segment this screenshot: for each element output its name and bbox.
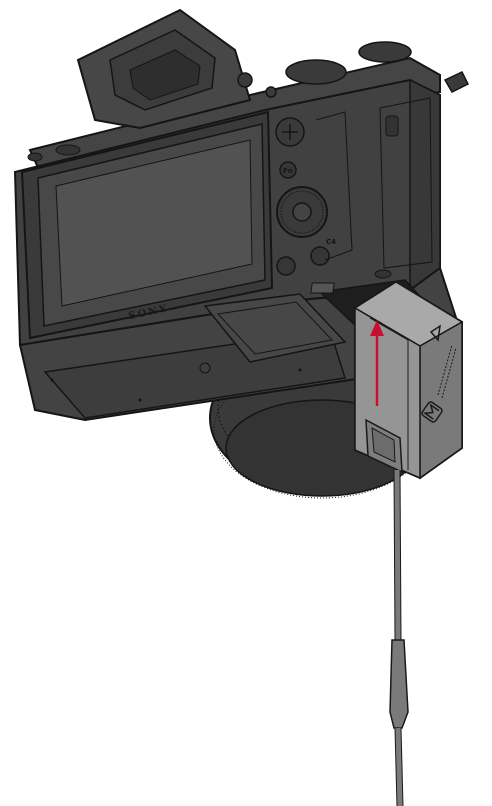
m-logo-icon <box>421 401 443 423</box>
up-arrow-icon <box>370 320 384 406</box>
dummy-battery <box>353 280 464 480</box>
lcd-screen <box>20 110 274 340</box>
fn-button <box>279 161 297 179</box>
fn-label: Fn <box>283 167 293 175</box>
triangle-marker-icon <box>429 324 441 342</box>
control-cluster: Fn C4 <box>275 111 353 276</box>
top-plate <box>27 8 470 174</box>
c4-button <box>310 246 330 266</box>
c4-label: C4 <box>326 238 336 246</box>
playback-button <box>276 256 296 276</box>
cable-strain-relief <box>389 639 409 729</box>
power-cable <box>389 469 409 806</box>
bottom-plate <box>18 266 462 422</box>
